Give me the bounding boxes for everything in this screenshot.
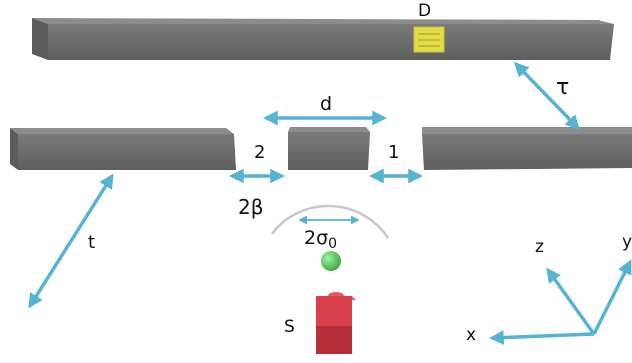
screen-thickness-label: t [88, 232, 95, 253]
source-block [316, 292, 356, 354]
axis-z-arrow [546, 267, 596, 336]
source-spread-label: 2σ0 [304, 227, 337, 252]
axis-x-label: x [466, 325, 476, 345]
slit-width-label: 2β [238, 195, 264, 219]
coordinate-axes [489, 259, 632, 345]
slit-2-label: 2 [254, 142, 265, 163]
slit-barrier-right [422, 127, 632, 170]
slit-barrier-middle [288, 127, 370, 170]
source-label: S [284, 317, 295, 337]
particle-ball [321, 251, 341, 271]
detector-distance-label: τ [556, 75, 569, 100]
axis-x-arrow [489, 330, 595, 345]
detector-distance-arrow [513, 61, 581, 131]
detector-plate [32, 18, 614, 60]
screen-thickness-arrow [28, 173, 114, 309]
slit-barrier-left [10, 128, 236, 170]
detector-label: D [418, 1, 431, 21]
slit-separation-label: d [320, 93, 332, 115]
axis-y-label: y [622, 232, 632, 252]
axis-z-label: z [535, 237, 544, 257]
slit-1-label: 1 [388, 142, 399, 163]
source-distribution-curve [270, 204, 390, 239]
axis-y-arrow [592, 259, 632, 335]
